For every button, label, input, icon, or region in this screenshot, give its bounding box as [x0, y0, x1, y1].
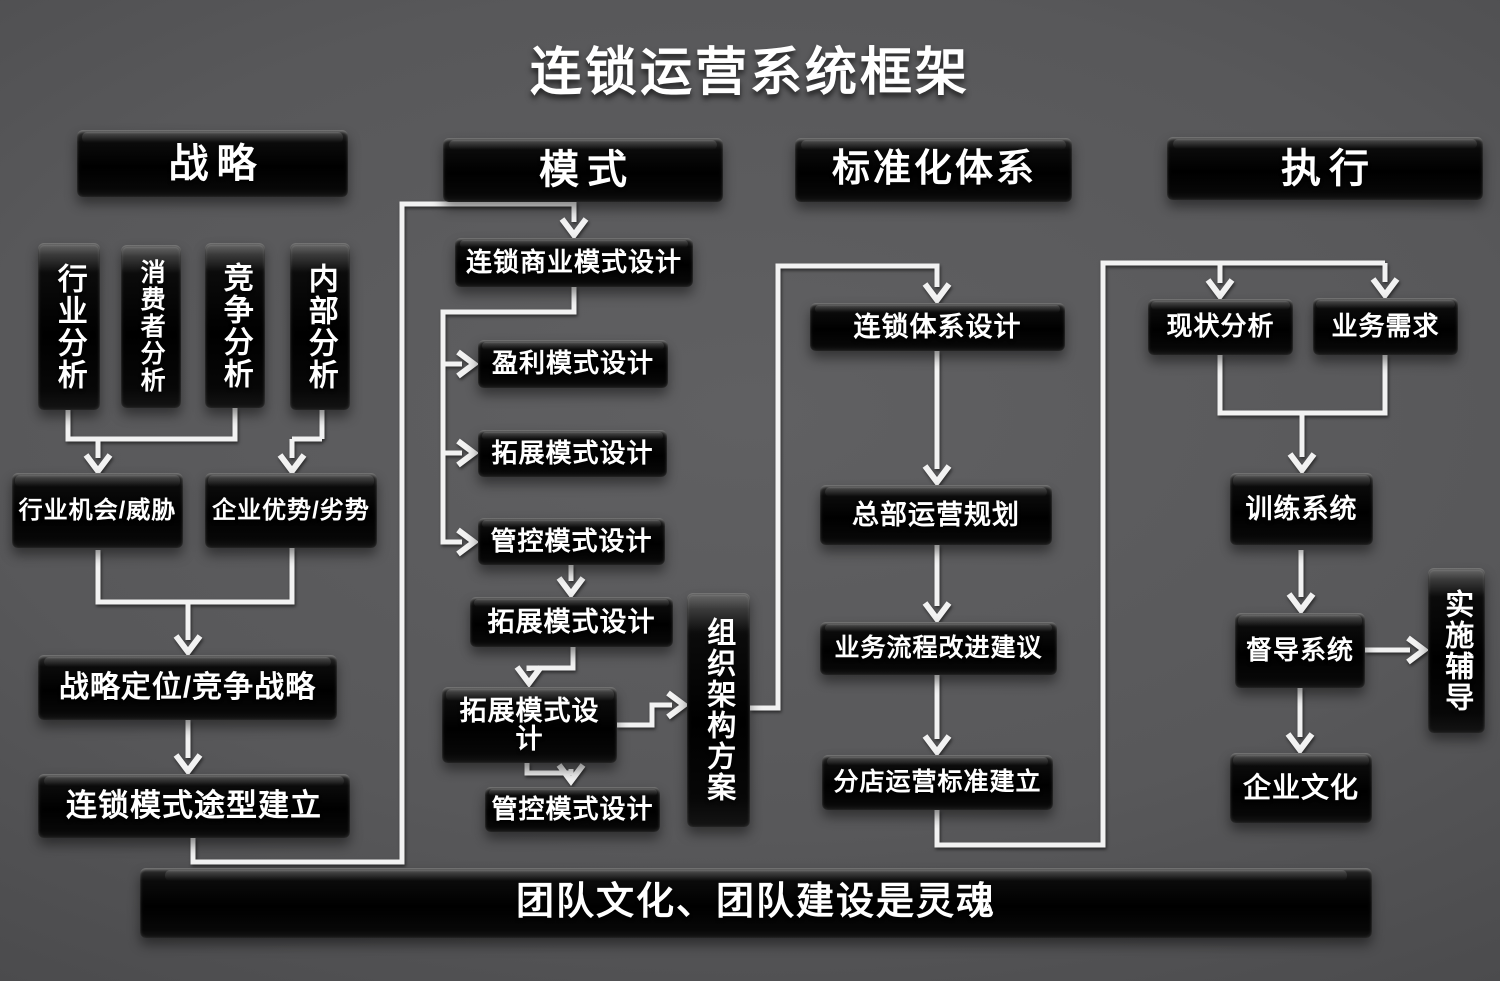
connector-training-to-supervision: [1286, 550, 1316, 615]
node-supervision-system: 督导系统: [1235, 613, 1365, 688]
node-control-model-design-2: 管控模式设计: [485, 787, 660, 832]
node-business-model-design: 连锁商业模式设计: [455, 238, 693, 287]
connector-expansion2-to-expansion3: [514, 647, 576, 688]
node-profit-model-design: 盈利模式设计: [478, 340, 668, 388]
column-header-strategy: 战略: [77, 130, 348, 197]
connector-hq-to-process: [922, 545, 952, 624]
connector-execution-merge-to-training: [1217, 355, 1388, 475]
column-header-model: 模式: [443, 138, 723, 202]
column-header-standardization: 标准化体系: [795, 138, 1072, 202]
node-store-standard-build: 分店运营标准建立: [822, 755, 1053, 810]
connector-supervision-to-culture: [1285, 688, 1315, 755]
node-current-state-analysis: 现状分析: [1148, 299, 1293, 355]
connector-org-structure-to-chain-system: [750, 263, 952, 711]
connector-store-standard-to-execution: [934, 260, 1400, 848]
bottom-banner: 团队文化、团队建设是灵魂: [140, 868, 1372, 938]
diagram-title: 连锁运营系统框架: [529, 44, 970, 102]
node-expansion-model-design-2: 拓展模式设计: [470, 597, 673, 647]
connector-industry-competition-merge: [65, 408, 238, 476]
node-corporate-culture: 企业文化: [1230, 753, 1372, 823]
connector-positioning-to-chain-model: [173, 720, 203, 776]
node-opportunity-threat: 行业机会/威胁: [12, 473, 183, 548]
node-consumer-analysis: 消费者分析: [121, 245, 181, 408]
connector-swot-merge: [95, 548, 295, 657]
connector-process-to-store-standard: [922, 675, 952, 757]
node-chain-model-build: 连锁模式途型建立: [38, 774, 350, 838]
node-internal-analysis: 内部分析: [290, 243, 350, 410]
node-expansion-model-design-3: 拓展模式设计: [442, 687, 617, 763]
connector-expansion3-to-control2: [524, 763, 586, 786]
connector-chain-system-to-hq: [922, 351, 952, 487]
node-competition-analysis: 竞争分析: [205, 243, 265, 408]
node-implementation-coaching: 实施辅导: [1428, 568, 1485, 733]
connector-supervision-to-coaching: [1365, 635, 1429, 665]
node-process-improvement: 业务流程改进建议: [820, 622, 1057, 675]
node-hq-operation-planning: 总部运营规划: [820, 485, 1052, 545]
connector-business-model-branch-spine: [440, 287, 577, 557]
connector-expansion3-to-org-structure: [617, 690, 689, 728]
connector-internal-analysis: [277, 408, 325, 476]
node-strength-weakness: 企业优势/劣势: [205, 473, 377, 548]
node-expansion-model-design-1: 拓展模式设计: [478, 430, 667, 477]
node-business-requirements: 业务需求: [1313, 298, 1458, 355]
node-chain-system-design: 连锁体系设计: [810, 303, 1065, 351]
node-training-system: 训练系统: [1230, 473, 1373, 545]
column-header-execution: 执行: [1167, 137, 1483, 200]
node-industry-analysis: 行业分析: [38, 243, 100, 410]
connector-control1-to-expansion2: [556, 565, 586, 599]
node-positioning-strategy: 战略定位/竞争战略: [38, 655, 337, 720]
node-org-structure-plan: 组织架构方案: [687, 593, 750, 827]
connector-chain-model-to-model-column: [190, 201, 589, 865]
node-control-model-design-1: 管控模式设计: [478, 518, 665, 565]
